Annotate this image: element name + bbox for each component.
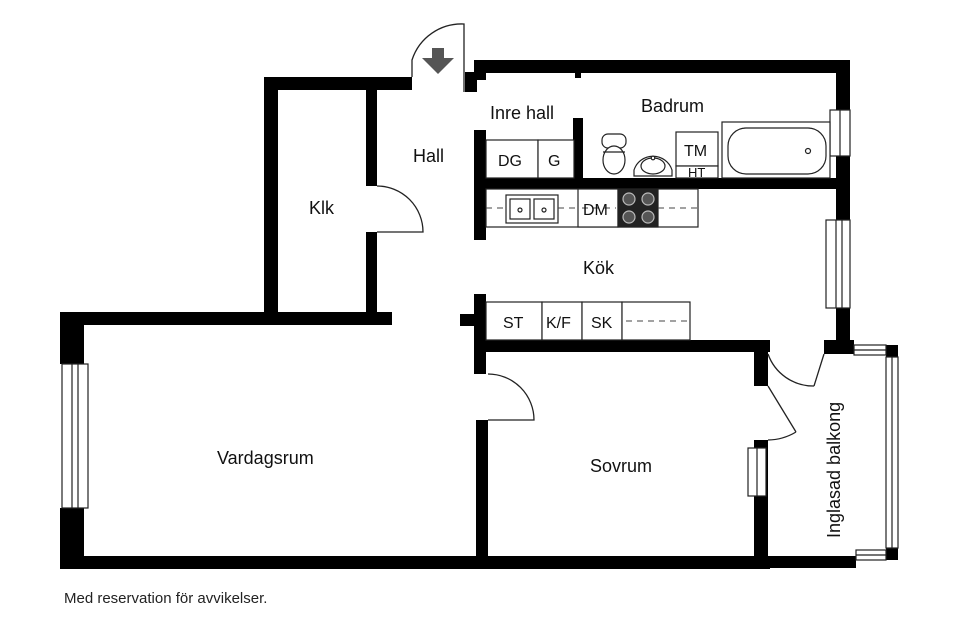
wall-right-bath bbox=[836, 60, 850, 110]
window-living bbox=[61, 363, 89, 509]
stove-icon bbox=[617, 188, 659, 228]
washer-tm bbox=[675, 131, 719, 167]
windows bbox=[61, 109, 899, 561]
fridge-freezer-kf bbox=[541, 301, 583, 341]
wall-closet-right-upper bbox=[366, 90, 377, 186]
bathtub-icon bbox=[721, 121, 831, 179]
wall-top-right bbox=[474, 60, 850, 73]
room-labels: Hall Inre hall Badrum Klk Kök Vardagsrum… bbox=[217, 96, 844, 538]
cabinet-g bbox=[537, 139, 575, 179]
label-vardagsrum: Vardagsrum bbox=[217, 448, 314, 468]
cabinet-dg bbox=[485, 139, 539, 179]
wall-balcony-corner-top bbox=[886, 345, 898, 357]
wall-closet-right-lower bbox=[366, 232, 377, 317]
wall-closet-left bbox=[264, 77, 278, 325]
label-tm: TM bbox=[684, 143, 707, 160]
label-dg: DG bbox=[498, 153, 522, 170]
label-badrum: Badrum bbox=[641, 96, 704, 116]
wall-inner-hall-left bbox=[474, 130, 486, 188]
door-balcony-kitchen bbox=[767, 353, 825, 387]
wall-living-left-upper bbox=[60, 312, 84, 364]
wall-living-top bbox=[60, 312, 392, 325]
wall-bedroom-right-upper bbox=[754, 340, 768, 386]
wall-kitchen-stub bbox=[460, 314, 484, 326]
label-klk: Klk bbox=[309, 198, 335, 218]
doors bbox=[376, 23, 825, 441]
label-kf: K/F bbox=[546, 315, 571, 332]
label-sk: SK bbox=[591, 315, 613, 332]
wall-bath-inner bbox=[573, 118, 583, 188]
wall-kitchen-bedroom bbox=[474, 340, 770, 352]
fixtures bbox=[485, 121, 831, 341]
kitchen-counter-lower bbox=[621, 301, 691, 341]
bathroom-sink-icon bbox=[633, 155, 673, 177]
wall-bath-stub bbox=[575, 70, 581, 78]
fixture-labels: DG G TM HT DM ST K/F SK bbox=[498, 143, 707, 332]
label-balkong: Inglasad balkong bbox=[824, 402, 844, 538]
door-closet bbox=[376, 185, 424, 233]
label-dm: DM bbox=[583, 202, 608, 219]
wall-kitchen-left-upper bbox=[474, 178, 486, 240]
walls bbox=[60, 60, 898, 569]
label-sovrum: Sovrum bbox=[590, 456, 652, 476]
label-inre-hall: Inre hall bbox=[490, 103, 554, 123]
label-kok: Kök bbox=[583, 258, 615, 278]
dryer-ht bbox=[675, 165, 719, 179]
cabinet-sk bbox=[581, 301, 623, 341]
label-hall: Hall bbox=[413, 146, 444, 166]
wall-balcony-corner-bottom bbox=[886, 548, 898, 560]
disclaimer-text: Med reservation för avvikelser. bbox=[64, 590, 268, 607]
wall-right-mid bbox=[836, 156, 850, 220]
cabinet-st bbox=[485, 301, 543, 341]
label-ht: HT bbox=[688, 165, 705, 180]
label-st: ST bbox=[503, 315, 524, 332]
wall-top-right-jog bbox=[474, 60, 486, 80]
door-balcony-bedroom bbox=[767, 385, 797, 441]
door-living bbox=[487, 373, 535, 421]
wall-bottom bbox=[60, 556, 770, 569]
door-entrance bbox=[411, 23, 465, 92]
entrance-arrow-icon bbox=[422, 48, 454, 74]
dashed-lines bbox=[486, 207, 698, 322]
kitchen-sink-icon bbox=[505, 194, 559, 224]
wall-top-left bbox=[264, 77, 412, 90]
wall-bath-kitchen bbox=[474, 178, 836, 189]
wall-kitchen-left-lower bbox=[474, 294, 486, 374]
wall-balcony-bottom bbox=[754, 556, 856, 568]
window-kitchen bbox=[825, 219, 851, 309]
wall-balcony-top-stub bbox=[824, 340, 854, 354]
wall-living-bed-lower bbox=[476, 420, 488, 569]
label-g: G bbox=[548, 153, 560, 170]
toilet-icon bbox=[601, 133, 627, 175]
